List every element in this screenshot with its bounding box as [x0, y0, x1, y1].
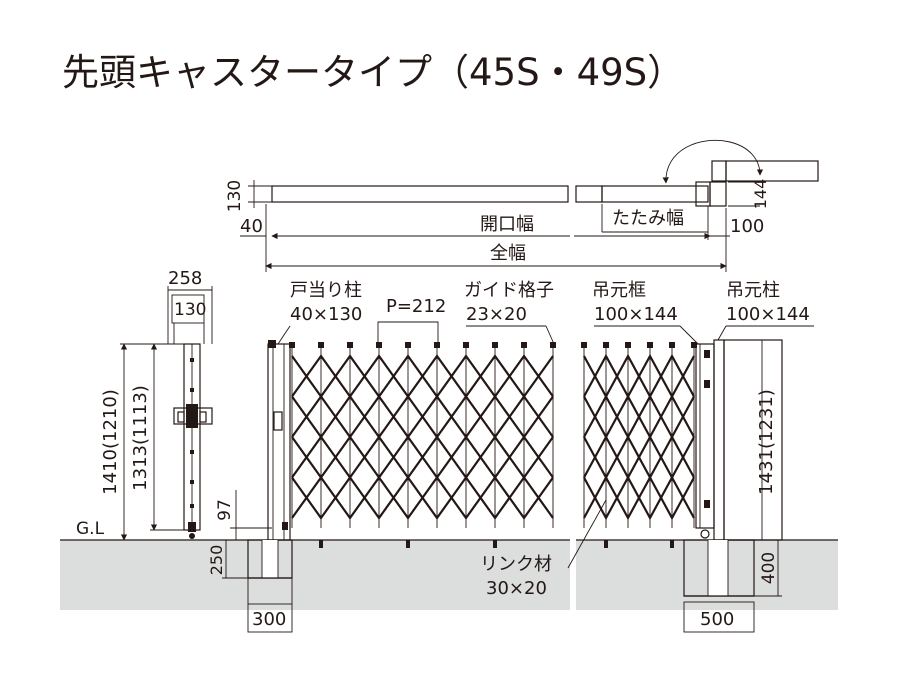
dim-130-top: 130: [225, 180, 245, 212]
folded-panel: [601, 185, 709, 203]
dim-1313: 1313(1113): [130, 385, 151, 491]
opening-width-label: 開口幅: [480, 214, 534, 235]
page-title: 先頭キャスタータイプ（45S・49S）: [62, 51, 684, 94]
hanging-post-label: 吊元柱: [726, 280, 780, 301]
dim-40: 40: [240, 216, 263, 237]
dim-500: 500: [700, 609, 734, 630]
side-view: 258 130 1410(1210) 1313(1113) 97: [62, 268, 272, 541]
dim-250: 250: [207, 545, 226, 576]
dim-300: 300: [252, 609, 286, 630]
door-stop-post-label: 戸当り柱: [290, 280, 362, 301]
guide-lattice-label: ガイド格子: [464, 280, 554, 301]
ground: G.L: [60, 519, 838, 610]
hanging-post: [713, 339, 725, 541]
door-stop-post-size: 40×130: [290, 304, 362, 325]
door-stop-post: [267, 343, 291, 541]
hanging-frame-label: 吊元框: [592, 280, 646, 301]
dim-400: 400: [759, 552, 779, 584]
hanging-frame-size: 100×144: [594, 304, 678, 325]
guide-lattice-size: 23×20: [466, 304, 527, 325]
dim-97: 97: [215, 499, 235, 521]
dim-1410: 1410(1210): [100, 389, 121, 495]
hanging-post-size: 100×144: [726, 304, 810, 325]
guide-lattice: [289, 342, 697, 548]
dim-130-side: 130: [174, 300, 206, 320]
gl-label: G.L: [76, 519, 105, 539]
dim-144: 144: [751, 179, 770, 210]
link-member-size: 30×20: [486, 578, 547, 599]
link-member-label: リンク材: [480, 554, 552, 575]
total-width-label: 全幅: [490, 243, 526, 264]
top-plan-view: 130 40 開口幅 たたみ幅 144 100 全幅: [225, 139, 819, 272]
dim-100: 100: [730, 216, 764, 237]
dim-1431: 1431(1231): [756, 389, 777, 495]
dim-258: 258: [168, 268, 202, 289]
front-view: 250 300 400 500 1431(: [207, 280, 814, 633]
pitch-label: P=212: [386, 296, 446, 317]
folded-width-label: たたみ幅: [612, 208, 684, 229]
